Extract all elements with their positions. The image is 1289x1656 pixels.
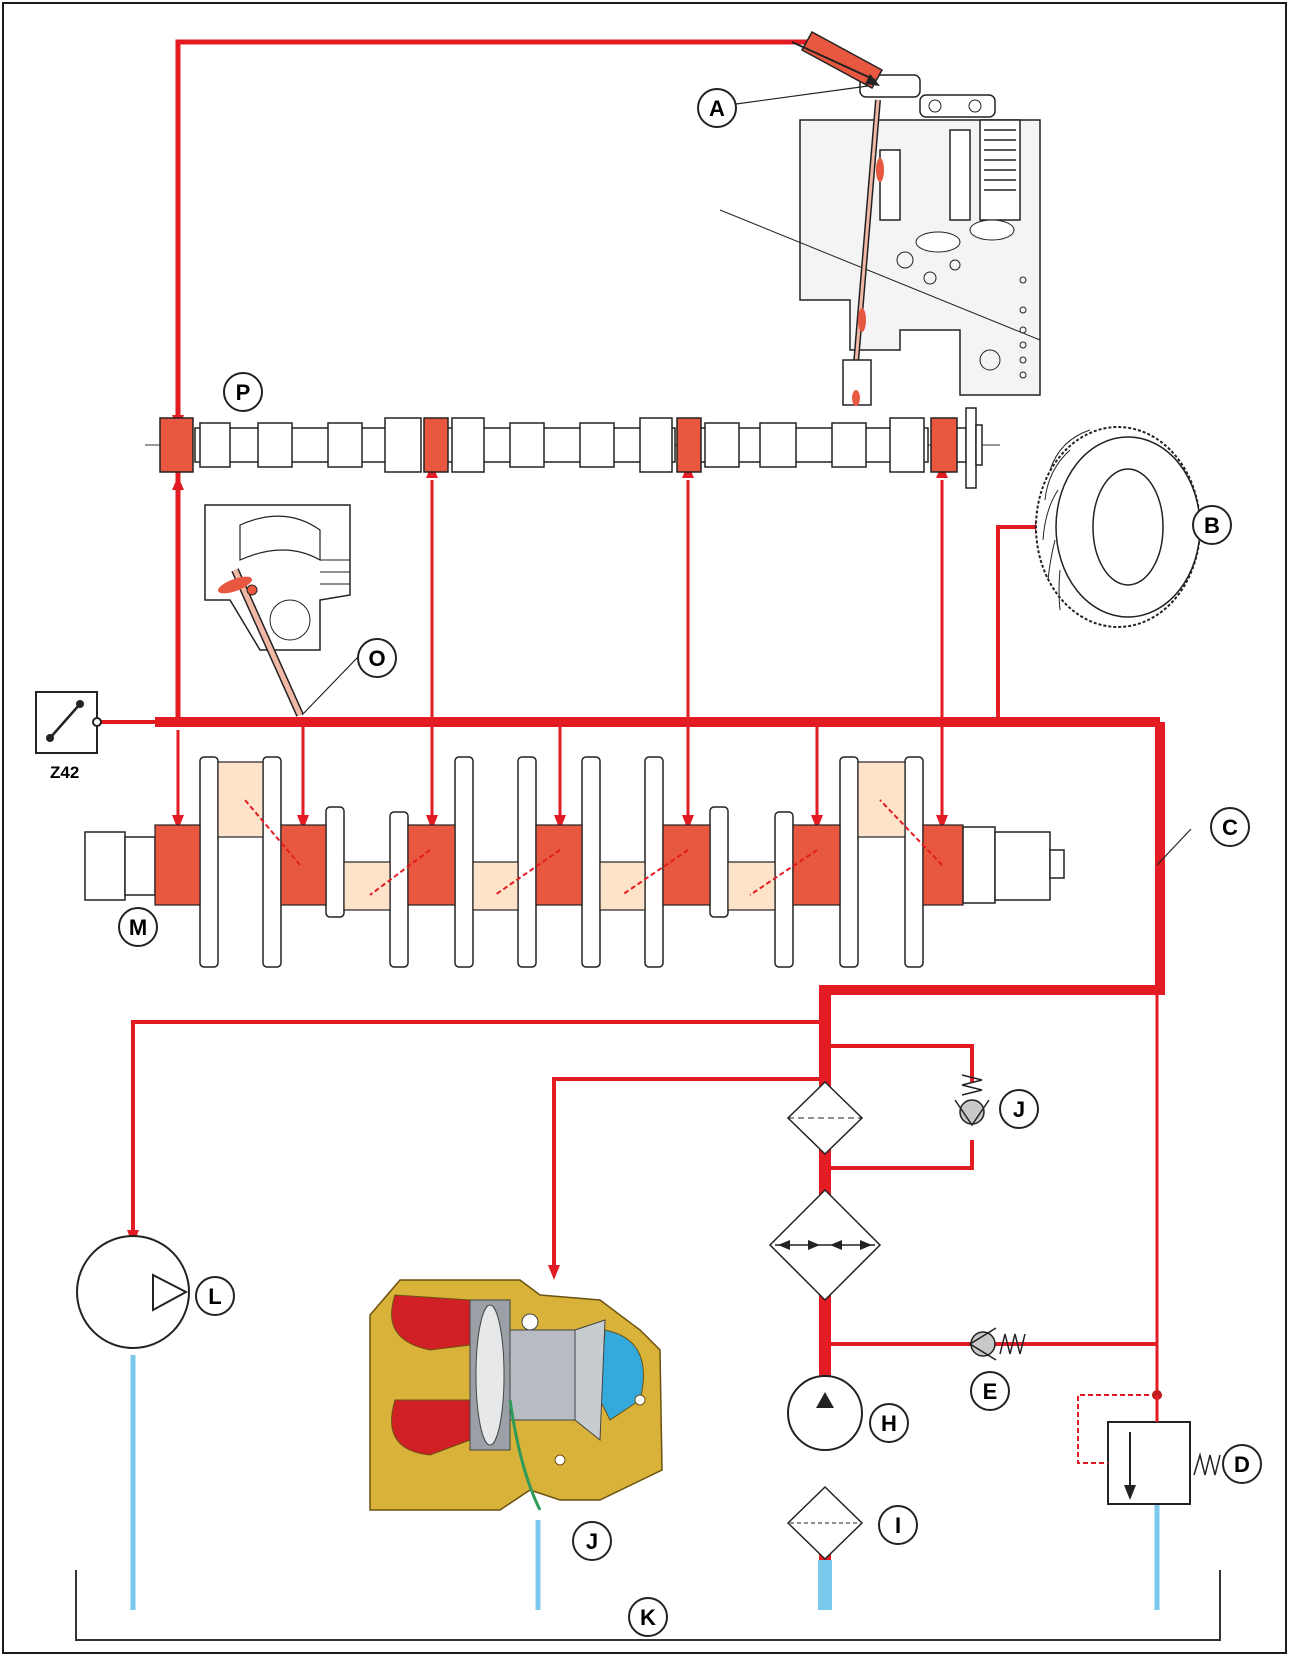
callout-E: E: [970, 1371, 1010, 1411]
svg-text:O: O: [368, 646, 385, 671]
callout-D: D: [1222, 1444, 1262, 1484]
oil-return-lines: [130, 1355, 1160, 1610]
callout-H: H: [869, 1403, 909, 1443]
drive-gear: [1035, 426, 1201, 628]
check-valve-icon: [954, 1074, 990, 1127]
switch-tag: Z42: [50, 763, 79, 782]
callout-I: I: [878, 1505, 918, 1545]
svg-text:D: D: [1234, 1452, 1250, 1477]
svg-text:H: H: [881, 1411, 897, 1436]
camshaft-lobes: [194, 407, 983, 489]
svg-text:K: K: [640, 1605, 656, 1630]
oil-pressure-lines: [98, 39, 1165, 1560]
pickup-return: [818, 1560, 832, 1610]
crankshaft: [84, 756, 1065, 968]
callout-B: B: [1192, 505, 1232, 545]
svg-text:J: J: [586, 1529, 598, 1554]
callout-O: O: [357, 638, 397, 678]
gear-pump-icon: [787, 1375, 863, 1451]
turbocharger: [369, 1279, 663, 1511]
callout-M: M: [118, 907, 158, 947]
oil-filter-icon: [786, 1080, 864, 1156]
heat-exchanger-icon: [768, 1188, 882, 1302]
camshaft: [145, 407, 1005, 489]
callout-C: C: [1210, 807, 1250, 847]
strainer-icon: [786, 1485, 864, 1561]
callout-P: P: [223, 372, 263, 412]
main-journals: [154, 824, 964, 906]
camshaft-bearings: [159, 417, 958, 473]
oil-sump: [75, 1570, 1221, 1641]
svg-text:P: P: [236, 380, 251, 405]
svg-text:I: I: [895, 1513, 901, 1538]
svg-text:C: C: [1222, 815, 1238, 840]
rocker-valve-assembly: [719, 30, 1041, 406]
svg-text:L: L: [208, 1284, 221, 1309]
piston-cooling-jet: [204, 504, 351, 717]
crank-oil-drillings: [244, 799, 943, 896]
svg-text:B: B: [1204, 513, 1220, 538]
callout-J-valve: J: [999, 1089, 1039, 1129]
pressure-limiting-valve-icon: [968, 1327, 1026, 1361]
svg-text:E: E: [983, 1379, 998, 1404]
crank-nose: [84, 831, 126, 901]
svg-text:A: A: [709, 96, 725, 121]
crank-pins: [217, 761, 906, 911]
callout-leaders: [301, 85, 1192, 866]
svg-text:M: M: [129, 915, 147, 940]
pressure-switch-icon: [35, 691, 102, 754]
callout-L: L: [195, 1276, 235, 1316]
pressure-relief-valve-icon: [1077, 1390, 1221, 1505]
svg-text:J: J: [1013, 1097, 1025, 1122]
callout-K: K: [628, 1597, 668, 1637]
callout-A: A: [697, 88, 737, 128]
callout-J-turbo: J: [572, 1521, 612, 1561]
vacuum-pump-icon: [76, 1235, 190, 1349]
